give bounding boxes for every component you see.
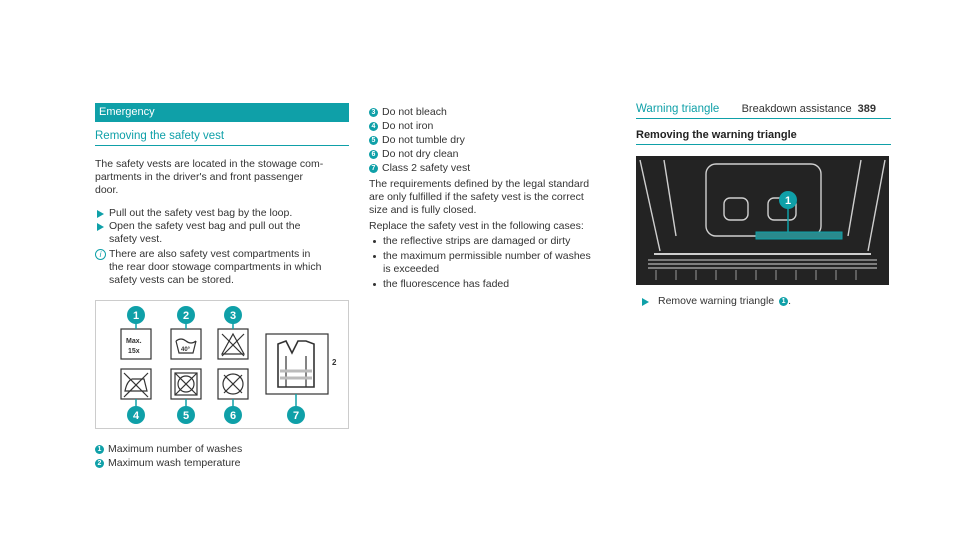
column-middle: 3 Do not bleach 4 Do not iron 5 Do not tumb…: [369, 105, 621, 291]
callout-2: 2: [183, 310, 189, 322]
bullet-text: is exceeded: [383, 263, 440, 275]
replace-intro: Replace the safety vest in the following…: [369, 220, 584, 232]
req-line: are only fulfilled if the safety vest is…: [369, 191, 584, 203]
note-line: safety vests can be stored.: [109, 274, 234, 286]
legend-item: 7 Class 2 safety vest: [369, 161, 621, 175]
warning-triangle-photo: 1: [636, 156, 889, 285]
legend-text: Maximum number of washes: [108, 443, 243, 455]
legend-text: Do not dry clean: [382, 148, 459, 160]
max-label: Max.: [126, 338, 142, 345]
legend-text: Do not iron: [382, 120, 434, 132]
legend-item: 5 Do not tumble dry: [369, 133, 621, 147]
bullet-text: the maximum permissible number of washes: [383, 250, 591, 262]
step-text: Open the safety vest bag and pull out th…: [109, 220, 301, 232]
info-note: i There are also safety vest compartment…: [95, 248, 349, 287]
section-title-warning-triangle: Warning triangle: [636, 103, 891, 119]
legend-item: 2 Maximum wash temperature: [95, 456, 349, 470]
subheading-removing-warning-triangle: Removing the warning triangle: [636, 129, 891, 145]
bullet-item: the fluorescence has faded: [369, 278, 621, 291]
care-symbols-figure: Max. 15x 40° 2 1 2 3: [95, 300, 349, 429]
column-left: Emergency Removing the safety vest The s…: [95, 103, 349, 470]
wash-temp-box: [170, 328, 202, 360]
remove-triangle-step: Remove warning triangle 1.: [636, 295, 891, 308]
info-icon: i: [95, 249, 106, 260]
req-line: The requirements defined by the legal st…: [369, 178, 590, 190]
care-symbols-graphic: Max. 15x 40° 2 1 2 3: [120, 306, 337, 424]
bullet-item: the reflective strips are damaged or dir…: [369, 235, 621, 248]
intro-line: The safety vests are located in the stow…: [95, 158, 324, 170]
callout-1: 1: [133, 310, 139, 322]
class-label: 2: [332, 358, 337, 367]
legend-text: Maximum wash temperature: [108, 457, 241, 469]
step-item-cont: safety vest.: [95, 233, 349, 246]
callout-7: 7: [293, 410, 299, 422]
step-item: Pull out the safety vest bag by the loop…: [95, 207, 349, 220]
column-right: Warning triangle Removing the warning tr…: [636, 103, 891, 308]
step-text: Pull out the safety vest bag by the loop…: [109, 207, 293, 219]
legend-text: Do not bleach: [382, 106, 447, 118]
section-bar-emergency: Emergency: [95, 103, 349, 122]
section-label: Breakdown assistance: [741, 103, 852, 115]
arrow-icon: [97, 223, 104, 231]
number-badge: 3: [369, 108, 378, 117]
max-count: 15x: [128, 348, 140, 355]
temp-label: 40°: [181, 347, 191, 353]
intro-line: partments in the driver's and front pass…: [95, 171, 304, 183]
req-line: size and is fully closed.: [369, 204, 477, 216]
number-badge: 4: [369, 122, 378, 131]
intro-paragraph: The safety vests are located in the stow…: [95, 158, 349, 197]
number-badge: 5: [369, 136, 378, 145]
number-badge: 1: [95, 445, 104, 454]
number-badge: 1: [779, 297, 789, 306]
legend-item: 4 Do not iron: [369, 119, 621, 133]
callout-6: 6: [230, 410, 236, 422]
vest-box: [265, 333, 329, 395]
bullet-item: the maximum permissible number of washes…: [369, 250, 621, 276]
legend-list-cont: 3 Do not bleach 4 Do not iron 5 Do not tumb…: [369, 105, 621, 175]
trunk-graphic: 1: [636, 156, 889, 285]
photo-callout-1: 1: [785, 195, 791, 207]
intro-line: door.: [95, 184, 119, 196]
legend-list: 1 Maximum number of washes 2 Maximum wash …: [95, 442, 349, 470]
callout-3: 3: [230, 310, 236, 322]
steps-list: Pull out the safety vest bag by the loop…: [95, 207, 349, 246]
number-badge: 2: [95, 459, 104, 468]
callout-5: 5: [183, 410, 189, 422]
legend-text: Class 2 safety vest: [382, 162, 471, 174]
note-line: the rear door stowage compartments in wh…: [109, 261, 322, 273]
note-line: There are also safety vest compartments …: [109, 248, 311, 260]
replace-bullets: the reflective strips are damaged or dir…: [369, 235, 621, 291]
page-header: Breakdown assistance 389: [742, 103, 876, 115]
legend-item: 6 Do not dry clean: [369, 147, 621, 161]
step-item: Open the safety vest bag and pull out th…: [95, 220, 349, 233]
callout-4: 4: [133, 410, 140, 422]
step-text: safety vest.: [109, 233, 163, 245]
page-number: 389: [857, 103, 876, 115]
step-period: .: [788, 295, 791, 307]
legend-text: Do not tumble dry: [382, 134, 465, 146]
arrow-icon: [97, 210, 104, 218]
requirements-paragraph: The requirements defined by the legal st…: [369, 178, 621, 217]
legend-item: 1 Maximum number of washes: [95, 442, 349, 456]
subheading-removing-safety-vest: Removing the safety vest: [95, 130, 349, 146]
no-iron-box: [120, 368, 152, 400]
step-text: Remove warning triangle: [658, 295, 775, 307]
number-badge: 6: [369, 150, 378, 159]
arrow-icon: [642, 298, 649, 306]
legend-item: 3 Do not bleach: [369, 105, 621, 119]
number-badge: 7: [369, 164, 378, 173]
